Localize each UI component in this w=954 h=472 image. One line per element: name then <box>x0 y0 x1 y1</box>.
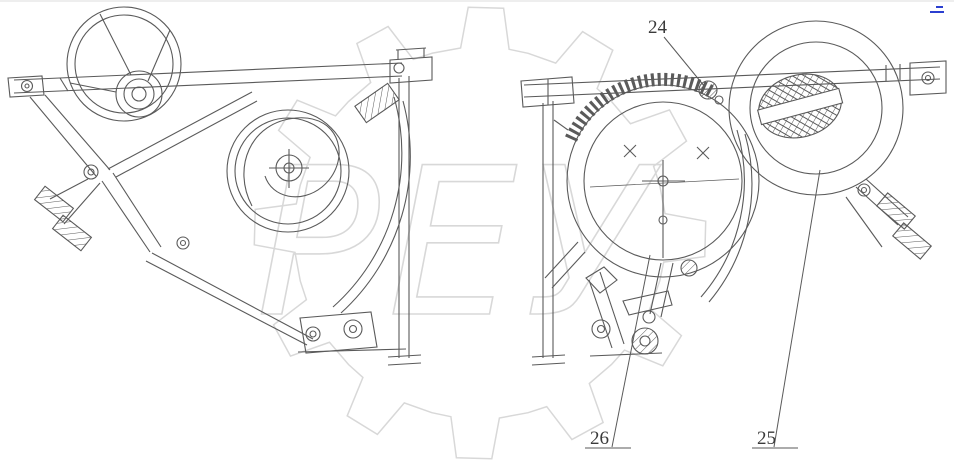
right-roller-bracket <box>845 178 933 260</box>
callouts: 24 26 25 <box>585 17 821 449</box>
callout-26: 26 <box>585 254 651 449</box>
callout-24-label: 24 <box>648 17 668 38</box>
corner-stamp <box>930 6 944 13</box>
watermark-gear-icon <box>253 6 707 460</box>
watermark-letters: РЕУ <box>256 125 661 363</box>
callout-25-label: 25 <box>757 428 776 449</box>
right-view-drawing <box>520 20 947 366</box>
right-wheel <box>728 20 904 196</box>
left-roller-upper <box>33 185 75 223</box>
callout-25: 25 <box>752 169 821 449</box>
left-roller-lower <box>51 214 93 252</box>
left-view-drawing <box>7 6 433 366</box>
toothed-crescent <box>565 72 716 142</box>
left-spring-pack <box>354 82 400 124</box>
left-drive-wheel <box>226 109 350 233</box>
callout-24: 24 <box>648 17 706 88</box>
bottom-bracket <box>585 259 698 357</box>
right-drum <box>566 84 760 278</box>
watermark: РЕУ <box>253 6 707 460</box>
left-pulley <box>66 6 182 122</box>
callout-26-label: 26 <box>590 428 609 449</box>
